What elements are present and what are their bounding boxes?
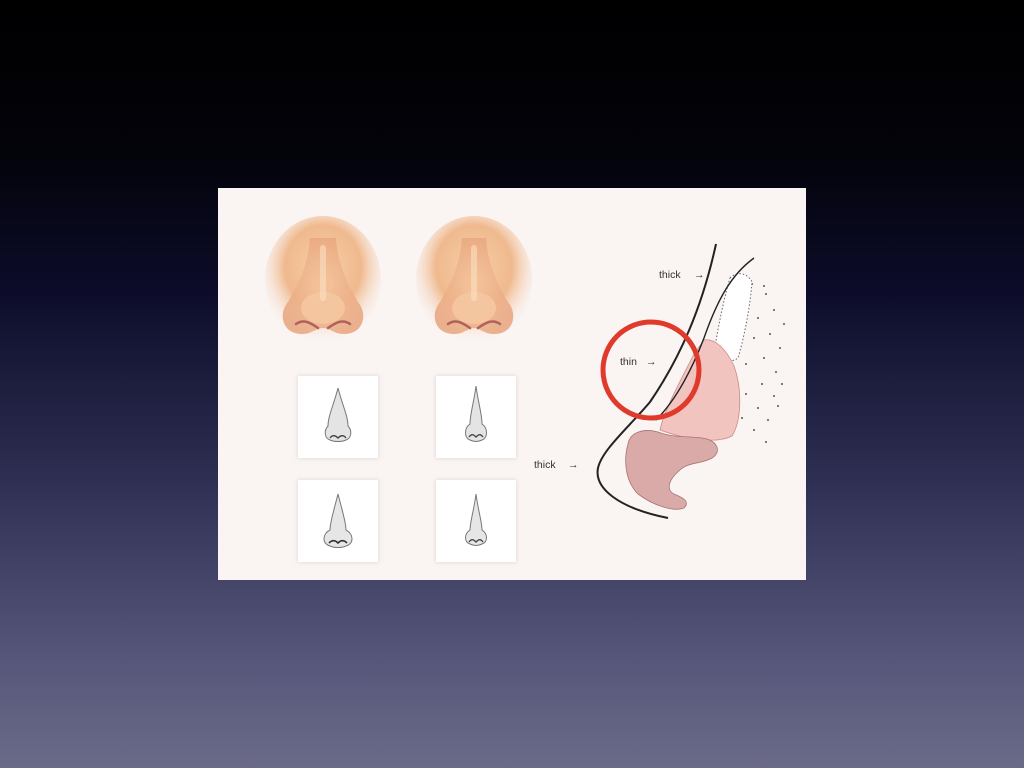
- nose-sketch-icon: [465, 385, 487, 442]
- label-thick-bottom: thick: [534, 459, 556, 471]
- nose-front-view-right: [416, 216, 532, 344]
- nose-front-view-left: [265, 216, 381, 344]
- nose-sketch-icon: [465, 493, 487, 546]
- nose-sketch-card-2: [436, 376, 516, 458]
- arrow-icon: →: [568, 459, 579, 471]
- arrow-icon: →: [694, 269, 705, 281]
- label-thin-middle: thin: [620, 356, 637, 368]
- soft-tissue-dots: [741, 283, 785, 443]
- nose-sketch-card-1: [298, 376, 378, 458]
- nose-skin-thickness-figure: thick → thin → thick →: [218, 188, 806, 580]
- nose-sketch-card-4: [436, 480, 516, 562]
- figure-drawing: thick → thin → thick →: [265, 216, 785, 519]
- nose-cross-section: thick → thin → thick →: [534, 243, 785, 519]
- highlight-circle: [600, 319, 702, 421]
- nose-sketch-icon: [323, 493, 353, 548]
- nose-sketch-icon: [324, 387, 352, 442]
- arrow-icon: →: [646, 356, 657, 368]
- nose-sketch-card-3: [298, 480, 378, 562]
- label-thick-top: thick: [659, 269, 681, 281]
